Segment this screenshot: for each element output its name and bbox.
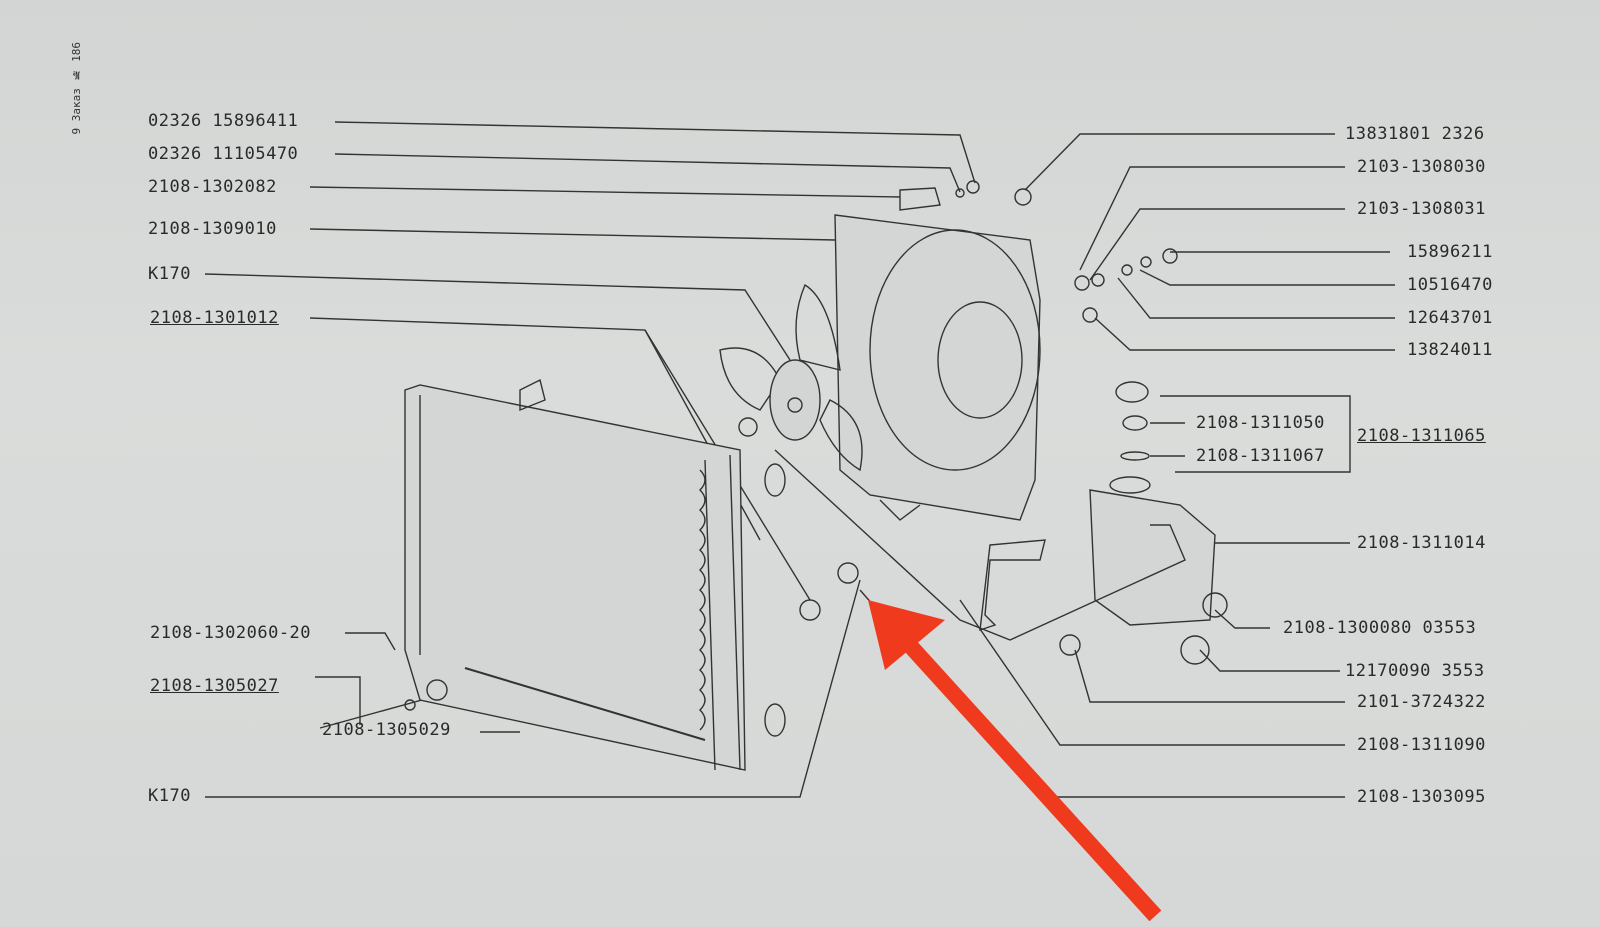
leader-line	[1214, 609, 1270, 629]
part-label: 2108-1303095	[1357, 787, 1486, 807]
leader-line	[1024, 133, 1335, 191]
part-label: 2108-1300080 03553	[1283, 618, 1477, 638]
bracket	[979, 539, 1046, 632]
leader-line	[1160, 395, 1351, 473]
part-label: 13831801 2326	[1345, 124, 1485, 144]
overflow-hose	[774, 449, 1186, 641]
fan-shroud	[834, 187, 1041, 521]
leader-line	[205, 579, 861, 798]
part-label: 2108-1311067	[1196, 446, 1325, 466]
leader-line	[1117, 277, 1395, 319]
part-label: 2103-1308031	[1357, 199, 1486, 219]
red-arrow-annotation	[868, 600, 1162, 922]
part-label: 2108-1305029	[322, 720, 451, 740]
leader-line	[1089, 208, 1345, 281]
leader-line	[309, 186, 901, 198]
part-label: 2108-1301012	[150, 308, 279, 328]
part-label: 10516470	[1407, 275, 1493, 295]
side-note: 9 Заказ № 186	[70, 42, 83, 135]
leader-line	[204, 273, 791, 361]
leader-line	[1199, 649, 1340, 672]
part-label: 2108-1309010	[148, 219, 277, 239]
part-label: 2108-1302082	[148, 177, 277, 197]
leader-line	[334, 153, 961, 193]
leader-line	[1074, 649, 1345, 703]
expansion-tank	[1089, 381, 1216, 626]
part-label: 13824011	[1407, 340, 1493, 360]
part-label: 12643701	[1407, 308, 1493, 328]
part-label: 2108-1311065	[1357, 426, 1486, 446]
part-label: 2108-1311014	[1357, 533, 1486, 553]
electric-fan	[719, 283, 863, 472]
part-label: 2108-1311090	[1357, 735, 1486, 755]
part-label: 12170090 3553	[1345, 661, 1485, 681]
leader-line	[334, 121, 976, 184]
part-label: 2108-1302060-20	[150, 623, 312, 643]
leader-line	[315, 676, 361, 725]
leader-line	[1079, 166, 1345, 271]
leader-line	[345, 632, 396, 651]
leader-line	[1139, 269, 1395, 286]
part-label: 2108-1305027	[150, 676, 279, 696]
leader-line	[959, 599, 1345, 746]
part-label: 2103-1308030	[1357, 157, 1486, 177]
leader-line	[1094, 317, 1395, 351]
part-label: К170	[148, 264, 191, 284]
part-label: 02326 11105470	[148, 144, 299, 164]
part-label: К170	[148, 786, 191, 806]
part-label: 02326 15896411	[148, 111, 299, 131]
radiator	[404, 378, 786, 771]
part-label: 15896211	[1407, 242, 1493, 262]
part-label: 2101-3724322	[1357, 692, 1486, 712]
leader-line	[309, 228, 836, 241]
small-hardware	[404, 180, 1228, 711]
part-label: 2108-1311050	[1196, 413, 1325, 433]
